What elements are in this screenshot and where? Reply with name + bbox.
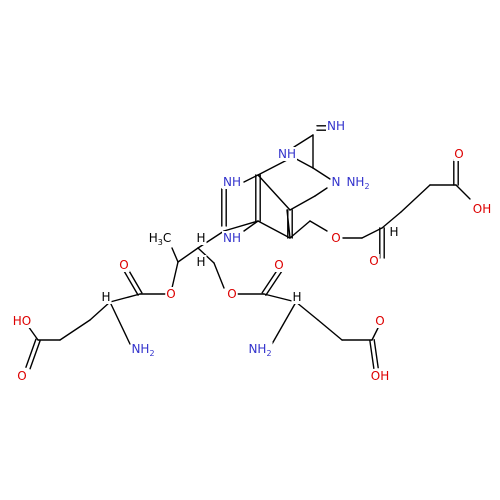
label-backdrop	[147, 231, 173, 247]
bond-line	[295, 301, 319, 321]
atom-label-h_m: H	[292, 290, 301, 304]
atom-label-ch3: H3C	[149, 231, 172, 247]
label-backdrop	[247, 342, 273, 358]
atom-label-nh2_l: NH2	[131, 342, 154, 358]
bond-line	[317, 319, 343, 341]
atom-label-n3: N	[332, 175, 341, 189]
atom-label-oh_l: HO	[13, 314, 31, 328]
bond-line	[271, 301, 297, 345]
atom-label-o_acid_l: O	[17, 369, 26, 383]
label-backdrop	[11, 314, 33, 328]
double-bond-line	[265, 270, 283, 296]
atom-label-o_ester_m: O	[227, 287, 236, 301]
bond-layer	[25, 125, 471, 370]
bond-line	[243, 220, 259, 232]
bond-line	[109, 293, 141, 303]
atom-label-h_c1: H	[196, 231, 205, 245]
label-backdrop	[277, 147, 297, 161]
atom-label-nh2_m: NH2	[248, 342, 271, 358]
bond-line	[59, 319, 91, 341]
label-backdrop	[195, 231, 207, 245]
bond-line	[171, 261, 179, 289]
double-bond-line	[127, 268, 143, 294]
bond-line	[197, 230, 225, 249]
bond-line	[312, 167, 331, 180]
atom-label-n5h: NH	[223, 231, 241, 245]
label-backdrop	[273, 258, 285, 272]
bond-line	[27, 325, 39, 341]
double-bond-line	[123, 270, 139, 296]
label-backdrop	[165, 287, 177, 301]
bond-line	[263, 293, 297, 303]
label-backdrop	[369, 369, 391, 383]
atom-label-h_l: H	[101, 290, 110, 304]
bond-line	[257, 159, 288, 176]
label-backdrop	[326, 119, 346, 133]
atom-label-imine_nh: NH	[327, 119, 345, 133]
double-bond-line	[369, 339, 375, 370]
label-backdrop	[222, 231, 242, 245]
bond-line	[400, 184, 431, 213]
bond-line	[293, 134, 314, 148]
double-bond-line	[373, 338, 379, 369]
atom-label-o_carb_m: O	[274, 258, 283, 272]
label-backdrop	[195, 255, 207, 269]
atom-label-n8h: NH	[223, 175, 241, 189]
bond-line	[177, 247, 199, 263]
label-backdrop	[374, 314, 386, 328]
atom-label-oh_r: OH	[473, 202, 491, 216]
double-bond-line	[29, 340, 41, 370]
double-bond-line	[25, 338, 37, 368]
bond-line	[171, 247, 179, 263]
label-backdrop	[471, 202, 493, 216]
label-backdrop	[330, 231, 342, 245]
atom-label-oh_m: OH	[371, 369, 389, 383]
bond-line	[455, 184, 471, 200]
atom-label-o_carb_r: O	[369, 254, 378, 268]
bond-line	[381, 211, 402, 229]
bond-line	[213, 262, 225, 289]
bond-line	[257, 220, 291, 239]
bond-line	[257, 174, 291, 211]
label-backdrop	[222, 175, 242, 189]
label-backdrop	[16, 369, 28, 383]
label-backdrop	[345, 175, 371, 191]
atom-label-o_ring: O	[331, 231, 340, 245]
atom-label-o_carb_l: O	[119, 258, 128, 272]
label-backdrop	[388, 225, 400, 239]
double-bond-line	[261, 268, 279, 294]
atom-label-o_acid_m: O	[375, 314, 384, 328]
bond-line	[361, 227, 383, 239]
label-backdrop	[330, 175, 342, 189]
label-backdrop	[368, 254, 380, 268]
bond-line	[309, 220, 328, 232]
label-backdrop	[118, 258, 130, 272]
label-backdrop	[291, 290, 303, 304]
label-backdrop	[453, 147, 465, 161]
label-backdrop	[226, 287, 238, 301]
atom-label-nh2_r: NH2	[346, 175, 369, 191]
atom-label-h_c2: H	[196, 255, 205, 269]
label-backdrop	[100, 290, 112, 304]
atom-label-o_acid_r: O	[454, 147, 463, 161]
bond-line	[289, 220, 311, 239]
bond-line	[371, 327, 379, 341]
bond-line	[223, 220, 259, 232]
atom-label-o_ester_l: O	[166, 287, 175, 301]
bond-line	[109, 301, 131, 345]
atom-label-h_r: H	[389, 225, 398, 239]
bond-line	[289, 195, 316, 211]
atom-label-n1h: NH	[278, 147, 296, 161]
bond-line	[89, 301, 111, 321]
label-backdrop	[130, 342, 156, 358]
bond-line	[314, 187, 328, 197]
